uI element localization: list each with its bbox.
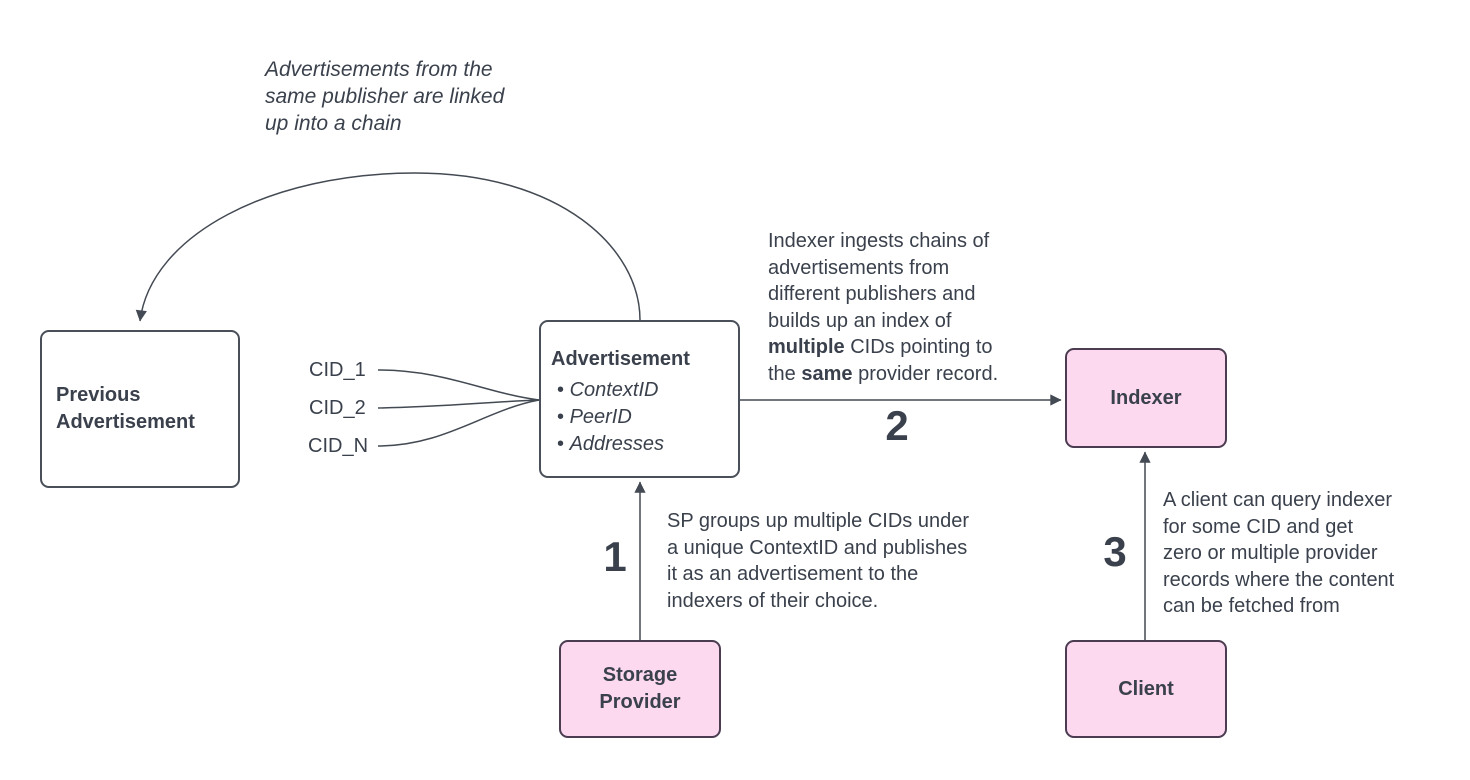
cid1-label: CID_1 bbox=[309, 359, 366, 381]
chain-arc-connector bbox=[135, 172, 641, 322]
cid2-connector bbox=[377, 399, 540, 409]
advertisement-field-addresses: Addresses bbox=[557, 431, 728, 458]
chain-note-text: Advertisements from the same publisher a… bbox=[265, 58, 505, 135]
step2-number: 2 bbox=[885, 402, 909, 449]
step3-number: 3 bbox=[1103, 528, 1127, 575]
step1-number: 1 bbox=[603, 533, 627, 580]
step2-description: Indexer ingests chains of advertisements… bbox=[768, 230, 999, 385]
step3-description: A client can query indexer for some CID … bbox=[1163, 489, 1395, 617]
previous-advertisement-box: Previous Advertisement bbox=[40, 330, 240, 488]
advertisement-field-peerid: PeerID bbox=[557, 404, 728, 431]
advertisement-field-contextid: ContextID bbox=[557, 377, 728, 404]
cid2-label: CID_2 bbox=[309, 397, 366, 419]
storage-provider-box: Storage Provider bbox=[559, 640, 721, 738]
advertisement-box: Advertisement ContextID PeerID Addresses bbox=[539, 320, 740, 478]
step1-description: SP groups up multiple CIDs under a uniqu… bbox=[667, 510, 970, 612]
cidn-label: CID_N bbox=[308, 435, 369, 457]
advertisement-field-list: ContextID PeerID Addresses bbox=[551, 377, 728, 458]
cidn-connector bbox=[377, 399, 540, 447]
client-box: Client bbox=[1065, 640, 1227, 738]
indexer-box: Indexer bbox=[1065, 348, 1227, 448]
advertisement-box-title: Advertisement bbox=[551, 348, 690, 370]
cid1-connector bbox=[377, 369, 540, 401]
